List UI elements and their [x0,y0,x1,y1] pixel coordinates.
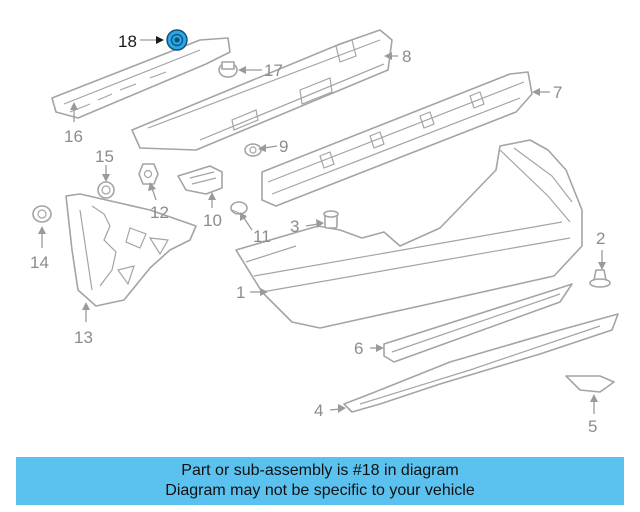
parts-diagram: 18 17 8 7 9 16 15 12 10 11 3 14 13 1 2 6… [30,29,619,436]
part-10-small-bracket[interactable] [177,165,223,195]
callout-15: 15 [95,147,114,166]
callout-3: 3 [290,217,299,236]
part-16-bracket-rail[interactable] [51,37,231,119]
callout-14: 14 [30,253,49,272]
callout-6: 6 [354,339,363,358]
callout-11: 11 [253,227,271,246]
callout-1: 1 [236,283,245,302]
callout-2: 2 [596,229,605,248]
part-11-screw[interactable] [230,201,248,217]
callout-5: 5 [588,417,597,436]
callout-13: 13 [74,328,93,347]
part-12-nut[interactable] [138,163,159,185]
callout-7: 7 [553,83,562,102]
part-13-side-support[interactable] [65,193,197,307]
callout-8: 8 [402,47,411,66]
callout-18: 18 [118,32,137,51]
part-15-bolt[interactable] [97,181,115,199]
part-7-energy-absorber[interactable] [261,71,533,207]
part-5-side-bracket[interactable] [565,375,615,393]
part-9-clip[interactable] [244,143,262,157]
part-4-valance[interactable] [343,313,619,413]
part-2-push-rivet[interactable] [589,269,611,288]
callout-9: 9 [279,137,288,156]
callout-4: 4 [314,401,323,420]
callout-16: 16 [64,127,83,146]
part-14-bolt[interactable] [32,205,52,223]
callout-12: 12 [150,203,169,222]
callout-10: 10 [203,211,222,230]
part-1-bumper-cover[interactable] [235,139,583,329]
part-18-highlighted-clip[interactable] [166,29,188,51]
callout-17: 17 [264,61,283,80]
callout-labels: 18 17 8 7 9 16 15 12 10 11 3 14 13 1 2 6… [30,32,605,436]
part-6-trim-strip[interactable] [383,283,573,363]
footer-banner: Part or sub-assembly is #18 in diagram D… [16,457,624,505]
footer-line-1: Part or sub-assembly is #18 in diagram [181,462,459,479]
part-17-push-clip[interactable] [218,61,238,78]
part-3-fastener[interactable] [323,210,339,229]
footer-line-2: Diagram may not be specific to your vehi… [165,482,475,499]
leader-lines [38,36,606,414]
